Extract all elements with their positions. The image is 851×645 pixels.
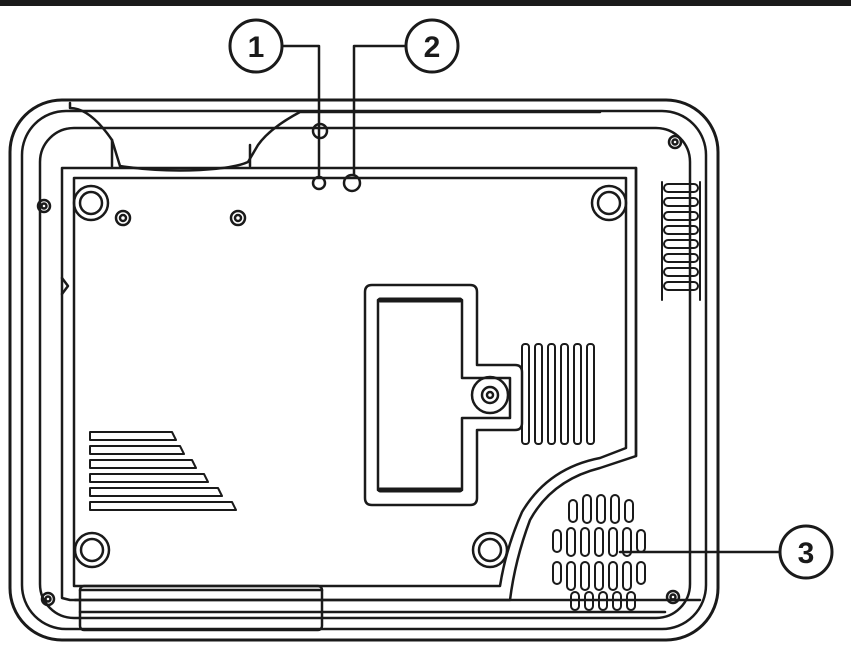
top-border-line: [0, 0, 851, 6]
vent-center-right: [521, 343, 595, 445]
foot-top-left: [72, 184, 110, 222]
vent-right-side: [661, 181, 701, 301]
side-screws: [36, 134, 683, 607]
callout-1: 1: [228, 18, 284, 74]
callout-2-label: 2: [424, 31, 441, 64]
foot-bottom-right: [471, 531, 509, 569]
mount-holes: [114, 209, 247, 227]
base-panel: [60, 166, 702, 614]
side-screw-left-icon: [36, 198, 52, 214]
speaker-grill: [552, 494, 646, 611]
tilt-foot-slot: [363, 283, 524, 507]
callout-leaders: [280, 44, 782, 554]
sensor-2: [342, 173, 362, 193]
callout-3: 3: [778, 524, 834, 580]
side-screw-bottom-right-icon: [665, 589, 681, 605]
callout-1-label: 1: [248, 31, 265, 64]
foot-top-right: [590, 184, 628, 222]
callout-3-label: 3: [798, 537, 815, 570]
side-notch: [60, 276, 70, 296]
side-screw-bottom-left-icon: [40, 591, 56, 607]
foot-bottom-left: [73, 531, 111, 569]
front-hood: [68, 101, 602, 172]
callout-2: 2: [404, 18, 460, 74]
bottom-door: [78, 584, 324, 632]
side-screw-top-right-icon: [667, 134, 683, 150]
vent-bottom-left: [89, 431, 237, 511]
